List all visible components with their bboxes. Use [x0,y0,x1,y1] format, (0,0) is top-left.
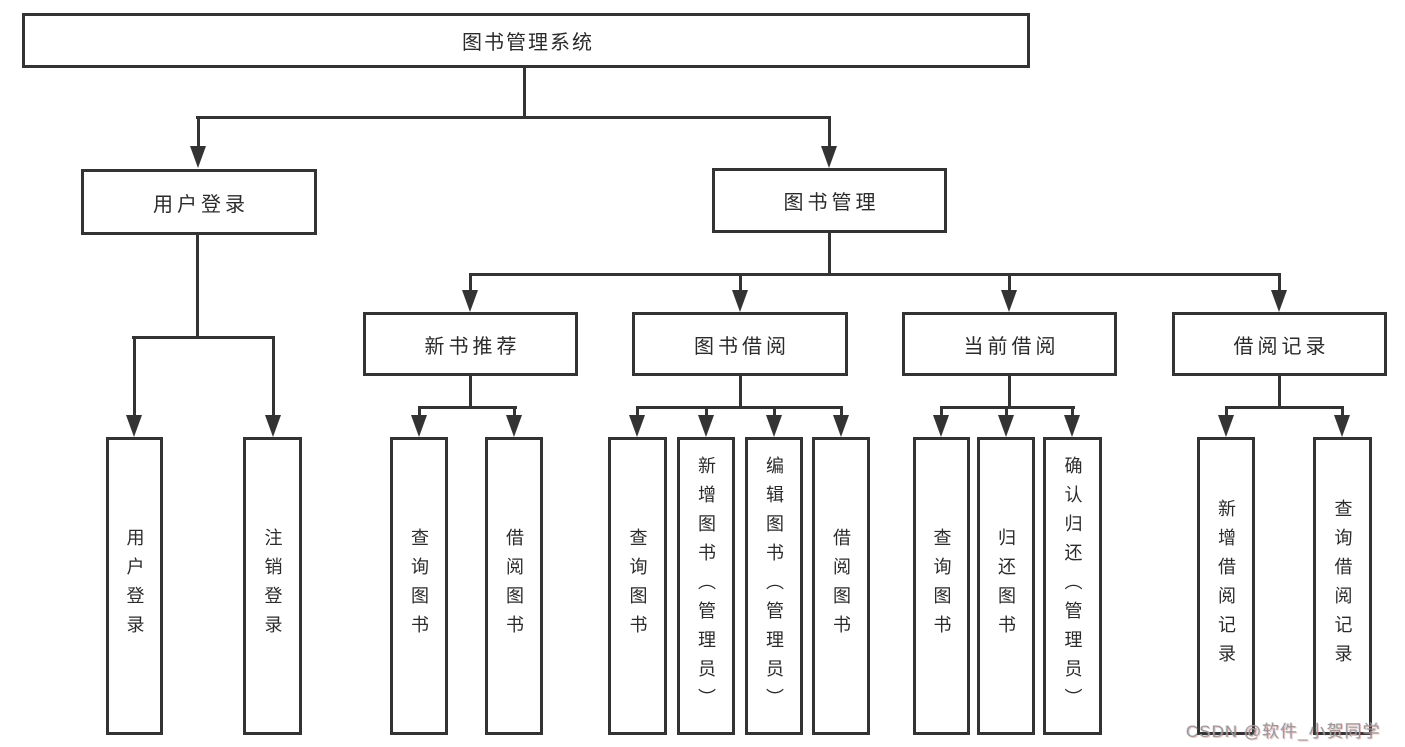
connector-vline [739,376,742,408]
connector-vline [773,408,776,418]
leaf-query-books-current: 查询图书 [913,437,970,735]
leaf-query-books-newbooks-label: 查询图书 [409,528,429,644]
arrow-down-icon [1334,415,1350,437]
arrow-down-icon [698,415,714,437]
arrow-down-icon [821,146,837,168]
node-book-mgmt: 图书管理 [712,168,947,233]
node-user-login-label: 用户登录 [153,193,249,216]
leaf-query-borrow-record-label: 查询借阅记录 [1332,499,1353,673]
arrow-down-icon [998,415,1014,437]
arrow-down-icon [506,415,522,437]
node-current-borrow-label: 当前借阅 [963,335,1060,358]
arrow-down-icon [411,415,427,437]
connector-hline [1225,406,1344,409]
node-root-label: 图书管理系统 [462,32,594,54]
connector-vline [513,408,516,418]
connector-vline [1008,376,1011,408]
leaf-add-book-admin: 新增图书（管理员） [677,437,735,735]
leaf-borrow-books-newbooks-label: 借阅图书 [504,528,524,644]
connector-vline [523,68,526,118]
connector-vline [739,275,742,292]
node-book-borrow-label: 图书借阅 [694,335,790,358]
node-borrow-records-label: 借阅记录 [1233,335,1330,358]
arrow-down-icon [629,415,645,437]
csdn-watermark: CSDN @软件_小贺同学 [1186,722,1381,741]
arrow-down-icon [933,415,949,437]
connector-hline [940,406,1075,409]
leaf-query-books-current-label: 查询图书 [931,528,952,644]
leaf-user-login-label: 用户登录 [124,528,145,644]
connector-vline [1008,275,1011,292]
connector-hline [132,336,275,339]
node-borrow-records: 借阅记录 [1172,312,1387,376]
leaf-borrow-books-label: 借阅图书 [831,528,851,644]
arrow-down-icon [1271,290,1287,312]
node-new-books-label: 新书推荐 [424,335,521,358]
leaf-add-borrow-record-label: 新增借阅记录 [1216,499,1236,673]
connector-vline [1341,408,1344,418]
connector-vline [705,408,708,418]
connector-hline [469,273,1281,276]
node-root: 图书管理系统 [22,13,1030,68]
connector-vline [133,338,136,417]
leaf-add-book-admin-label: 新增图书（管理员） [696,455,716,717]
leaf-return-book: 归还图书 [977,437,1035,735]
arrow-down-icon [732,290,748,312]
leaf-borrow-books: 借阅图书 [812,437,870,735]
arrow-down-icon [265,415,281,437]
connector-vline [1005,408,1008,418]
arrow-down-icon [462,290,478,312]
connector-vline [636,408,639,418]
arrow-down-icon [833,415,849,437]
leaf-edit-book-admin: 编辑图书（管理员） [745,437,803,735]
arrow-down-icon [126,415,142,437]
arrow-down-icon [1064,415,1080,437]
leaf-user-login: 用户登录 [106,437,163,735]
node-book-mgmt-label: 图书管理 [783,192,880,214]
node-current-borrow: 当前借阅 [902,312,1117,376]
node-user-login: 用户登录 [81,169,317,235]
connector-vline [840,408,843,418]
arrow-down-icon [1218,415,1234,437]
connector-vline [272,338,275,417]
connector-vline [197,118,200,148]
connector-vline [469,275,472,292]
connector-vline [1278,275,1281,292]
leaf-add-borrow-record: 新增借阅记录 [1197,437,1255,735]
connector-hline [418,406,517,409]
connector-vline [418,408,421,418]
leaf-query-books-newbooks: 查询图书 [390,437,448,735]
arrow-down-icon [1001,290,1017,312]
leaf-query-borrow-record: 查询借阅记录 [1313,437,1372,735]
node-book-borrow: 图书借阅 [632,312,848,376]
leaf-logout-label: 注销登录 [262,528,283,644]
connector-vline [1225,408,1228,418]
connector-vline [469,376,472,408]
leaf-borrow-books-newbooks: 借阅图书 [485,437,543,735]
node-new-books: 新书推荐 [363,312,578,376]
connector-vline [1071,408,1074,418]
leaf-confirm-return-admin: 确认归还（管理员） [1043,437,1102,735]
leaf-query-books-borrow: 查询图书 [608,437,667,735]
arrow-down-icon [766,415,782,437]
connector-hline [196,116,831,119]
connector-vline [940,408,943,418]
arrow-down-icon [190,146,206,168]
connector-vline [828,233,831,275]
connector-hline [636,406,843,409]
connector-vline [1278,376,1281,408]
leaf-confirm-return-admin-label: 确认归还（管理员） [1062,455,1083,717]
leaf-edit-book-admin-label: 编辑图书（管理员） [764,455,784,717]
leaf-return-book-label: 归还图书 [996,528,1016,644]
leaf-logout: 注销登录 [243,437,302,735]
connector-vline [196,235,199,338]
connector-vline [828,118,831,148]
leaf-query-books-borrow-label: 查询图书 [627,528,648,644]
